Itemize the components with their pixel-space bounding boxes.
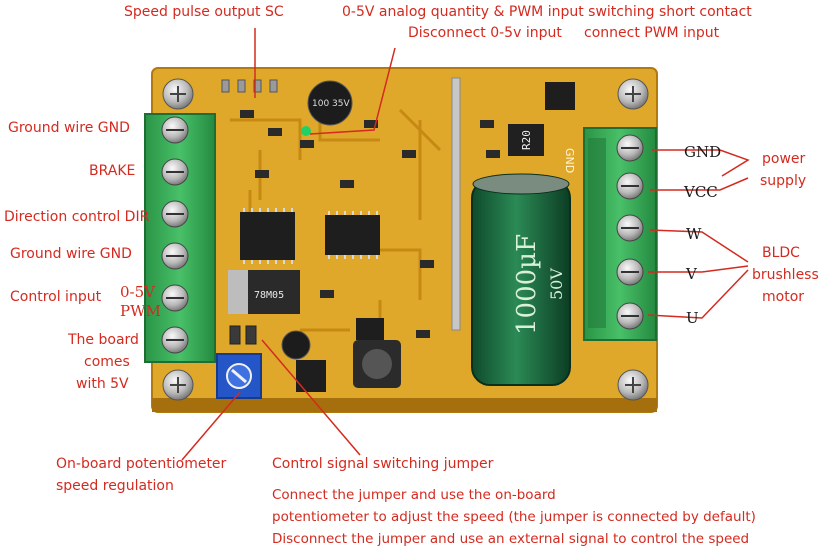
pin-label-w: W	[686, 225, 702, 243]
status-led	[301, 126, 311, 136]
label-power-line2: supply	[760, 173, 807, 189]
label-direction: Direction control DIR	[4, 209, 150, 225]
small-capacitor-top	[307, 80, 353, 126]
pin-label-u: U	[686, 309, 699, 327]
driver-ic-left	[240, 212, 295, 260]
header-pins	[221, 79, 278, 93]
label-pot-line2: speed regulation	[56, 478, 174, 494]
label-disconnect-0-5v: Disconnect 0-5v input	[408, 25, 562, 41]
left-terminal-block	[144, 113, 216, 363]
label-power-line1: power	[762, 151, 806, 167]
driver-ic-right	[325, 215, 380, 255]
label-control-input: Control input	[10, 289, 102, 305]
label-ground-gnd-2: Ground wire GND	[10, 246, 132, 262]
resistor-r20	[508, 124, 544, 156]
label-jumper-note-line3: Disconnect the jumper and use an externa…	[272, 531, 750, 547]
label-analog-pwm-switch: 0-5V analog quantity & PWM input switchi…	[342, 4, 752, 20]
label-range-0-5v: 0-5V	[120, 283, 155, 301]
label-speed-pulse: Speed pulse output SC	[124, 4, 284, 20]
label-bldc-line1: BLDC	[762, 245, 800, 261]
label-jumper-note-line1: Connect the jumper and use the on-board	[272, 487, 556, 503]
label-jumper: Control signal switching jumper	[272, 456, 494, 472]
small-capacitor-bottom	[281, 330, 311, 360]
pin-label-gnd: GND	[684, 143, 722, 161]
label-board-5v-line2: comes	[84, 354, 130, 370]
heat-sink-strip	[451, 77, 461, 331]
label-board-5v-line3: with 5V	[76, 376, 129, 392]
pin-label-v: V	[686, 265, 697, 283]
label-bldc-line2: brushless	[752, 267, 819, 283]
regulator-label: 78M05	[254, 290, 284, 301]
cap-main-label: 1000µF	[512, 234, 542, 335]
label-range-pwm: PWM	[120, 302, 161, 320]
label-jumper-note-line2: potentiometer to adjust the speed (the j…	[272, 509, 756, 525]
label-board-5v-line1: The board	[68, 332, 139, 348]
label-brake: BRAKE	[89, 163, 136, 179]
label-connect-pwm: connect PWM input	[584, 25, 720, 41]
resistor-label: R20	[520, 130, 533, 150]
pin-label-vcc: VCC	[684, 183, 718, 201]
cap-voltage-label: 50V	[547, 268, 566, 300]
label-pot-line1: On-board potentiometer	[56, 456, 227, 472]
label-ground-gnd-1: Ground wire GND	[8, 120, 130, 136]
jumper-pins	[229, 325, 257, 345]
small-cap-label: 100 35V	[312, 99, 350, 109]
label-bldc-line3: motor	[762, 289, 805, 305]
pcb-shadow	[152, 398, 657, 412]
leader-lines	[181, 28, 750, 461]
pcb-gnd-silkscreen: GND	[563, 148, 576, 173]
